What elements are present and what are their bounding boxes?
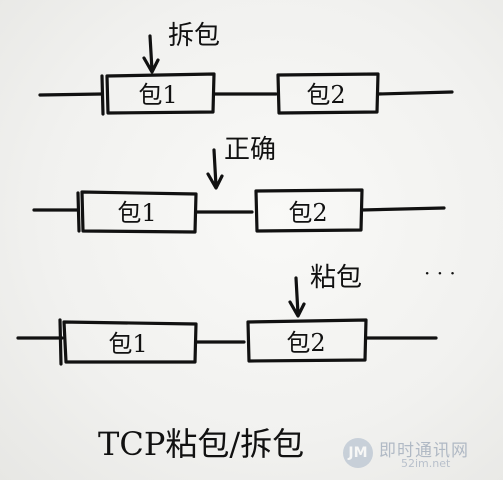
row-2-annotation: 正确 xyxy=(224,135,276,165)
row-1-packet-2-box xyxy=(276,72,380,115)
row-2-packet-2-label: 包2 xyxy=(288,199,327,227)
row-3-packet-2-box xyxy=(246,318,368,363)
row-3-ellipsis: · · · xyxy=(424,261,456,285)
row-3-annotation: 粘包 xyxy=(310,263,362,293)
row-1-packet-1-box xyxy=(100,72,216,116)
row-1-arrow xyxy=(142,34,160,74)
row-1-packet-1-label: 包1 xyxy=(138,81,177,109)
row-3: 包1 包2 粘包 · · · xyxy=(16,261,456,366)
row-3-arrow xyxy=(288,276,306,318)
row-2-packet-1-box xyxy=(76,190,198,234)
row-3-packet-1-label: 包1 xyxy=(108,330,147,358)
row-1: 包1 包2 拆包 xyxy=(38,21,454,116)
row-3-packet-1-box xyxy=(58,318,198,366)
row-2-packet-1-label: 包1 xyxy=(117,199,156,227)
watermark-logo: JM xyxy=(343,438,373,468)
row-2-packet-2-box xyxy=(254,188,364,233)
row-2-line-right xyxy=(360,206,446,212)
diagram-caption: TCP粘包/拆包 xyxy=(98,425,304,463)
row-1-line-right xyxy=(376,90,454,96)
row-1-line-left xyxy=(38,92,104,97)
row-3-packet-2-label: 包2 xyxy=(286,329,325,357)
watermark: JM 即时通讯网 52im.net xyxy=(343,436,493,472)
row-1-annotation: 拆包 xyxy=(168,21,220,51)
watermark-url: 52im.net xyxy=(401,457,451,470)
row-2: 包1 包2 正确 xyxy=(32,135,446,234)
row-2-arrow xyxy=(206,148,224,190)
row-1-packet-2-label: 包2 xyxy=(306,81,345,109)
watermark-title: 即时通讯网 xyxy=(379,441,469,461)
